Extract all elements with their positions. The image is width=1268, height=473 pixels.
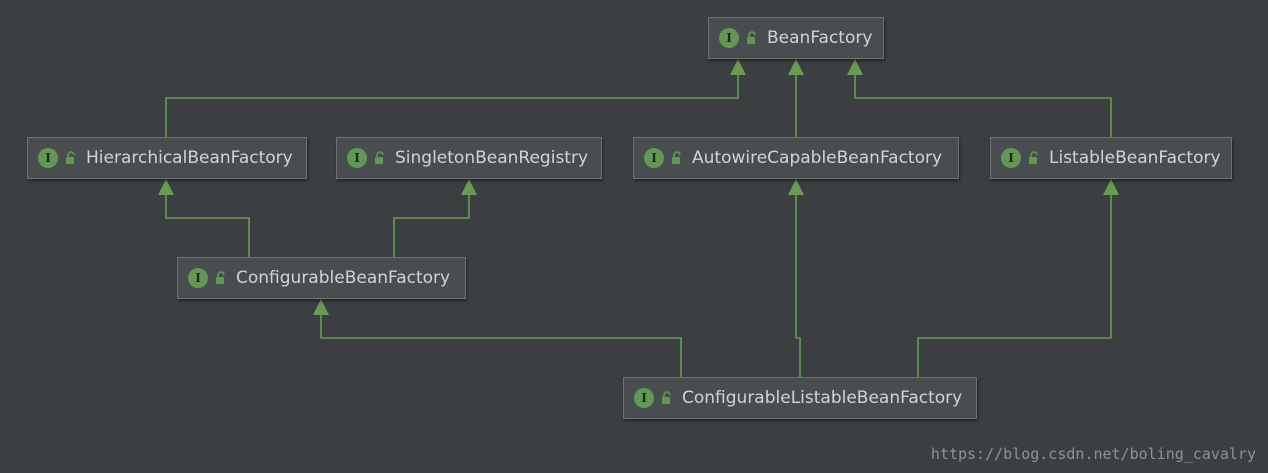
edges-layer bbox=[158, 59, 1119, 377]
edge-line bbox=[795, 193, 801, 377]
public-lock-icon bbox=[208, 271, 236, 285]
node-label: AutowireCapableBeanFactory bbox=[692, 147, 943, 168]
arrowhead-icon bbox=[788, 179, 804, 195]
interface-icon: I bbox=[1001, 148, 1021, 168]
node-label: ConfigurableListableBeanFactory bbox=[682, 387, 963, 408]
interface-icon: I bbox=[719, 28, 739, 48]
edge-line bbox=[854, 73, 1112, 137]
node-label: HierarchicalBeanFactory bbox=[86, 147, 293, 168]
arrowhead-icon bbox=[158, 179, 174, 195]
public-lock-icon bbox=[654, 391, 682, 405]
edge-listable-bean-factory-to-bean-factory bbox=[847, 59, 1112, 137]
edge-configurable-listable-bean-factory-to-configurable-bean-factory bbox=[313, 299, 682, 377]
arrowhead-icon bbox=[788, 59, 804, 75]
public-lock-icon bbox=[1021, 151, 1049, 165]
node-label: ListableBeanFactory bbox=[1049, 147, 1221, 168]
edge-line bbox=[320, 313, 682, 377]
edge-configurable-bean-factory-to-hierarchical-bean-factory bbox=[158, 179, 250, 257]
interface-icon: I bbox=[644, 148, 664, 168]
node-label: BeanFactory bbox=[767, 27, 873, 48]
public-lock-icon bbox=[58, 151, 86, 165]
arrowhead-icon bbox=[461, 179, 477, 195]
watermark-url: https://blog.csdn.net/boling_cavalry bbox=[930, 445, 1256, 463]
arrowhead-icon bbox=[730, 59, 746, 75]
node-hierarchical-bean-factory[interactable]: I HierarchicalBeanFactory bbox=[27, 137, 307, 179]
edge-configurable-listable-bean-factory-to-autowire-capable-bean-factory bbox=[788, 179, 804, 377]
public-lock-icon bbox=[664, 151, 692, 165]
edge-line bbox=[393, 193, 470, 257]
interface-icon: I bbox=[188, 268, 208, 288]
arrowhead-icon bbox=[847, 59, 863, 75]
edge-autowire-capable-bean-factory-to-bean-factory bbox=[788, 59, 804, 137]
node-configurable-bean-factory[interactable]: I ConfigurableBeanFactory bbox=[177, 257, 466, 299]
public-lock-icon bbox=[739, 31, 767, 45]
interface-icon: I bbox=[38, 148, 58, 168]
edge-line bbox=[165, 73, 739, 137]
interface-icon: I bbox=[634, 388, 654, 408]
node-listable-bean-factory[interactable]: I ListableBeanFactory bbox=[990, 137, 1232, 179]
interface-icon: I bbox=[347, 148, 367, 168]
node-singleton-bean-registry[interactable]: I SingletonBeanRegistry bbox=[336, 137, 602, 179]
node-label: ConfigurableBeanFactory bbox=[236, 267, 451, 288]
arrowhead-icon bbox=[313, 299, 329, 315]
node-autowire-capable-bean-factory[interactable]: I AutowireCapableBeanFactory bbox=[633, 137, 959, 179]
public-lock-icon bbox=[367, 151, 395, 165]
edge-configurable-listable-bean-factory-to-listable-bean-factory bbox=[917, 179, 1119, 377]
edge-line bbox=[165, 193, 250, 257]
edge-configurable-bean-factory-to-singleton-bean-registry bbox=[393, 179, 477, 257]
node-configurable-listable-bean-factory[interactable]: I ConfigurableListableBeanFactory bbox=[623, 377, 977, 419]
arrowhead-icon bbox=[1103, 179, 1119, 195]
edge-line bbox=[917, 193, 1112, 377]
node-bean-factory[interactable]: I BeanFactory bbox=[708, 17, 884, 59]
node-label: SingletonBeanRegistry bbox=[395, 147, 589, 168]
edge-hierarchical-bean-factory-to-bean-factory bbox=[165, 59, 746, 137]
